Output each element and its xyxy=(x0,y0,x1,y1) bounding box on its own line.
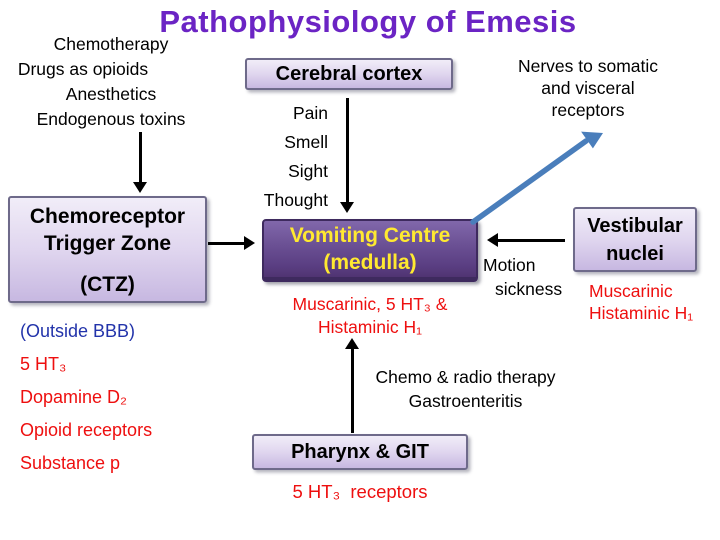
ctz-receptor-item: Dopamine D₂ xyxy=(20,387,128,407)
receptor-line: Histaminic H₁ xyxy=(589,303,694,323)
nerves-line: Nerves to somatic xyxy=(517,56,659,76)
pharynx-git-label: Pharynx & GIT xyxy=(291,440,429,463)
vestibular-receptors-text: Muscarinic Histaminic H₁ xyxy=(589,280,693,324)
cause-item: Endogenous toxins xyxy=(36,109,186,129)
motion-line: Motion xyxy=(483,255,536,275)
ctz-receptor-item: 5 HT₃ xyxy=(20,354,67,374)
nerves-line: and visceral xyxy=(541,78,635,98)
nerves-line: receptors xyxy=(551,100,625,120)
ctz-label: Chemoreceptor Trigger Zone xyxy=(29,205,186,255)
nerves-text: Nerves to somatic and visceral receptors xyxy=(495,55,681,121)
git-causes-text: Chemo & radio therapy Gastroenteritis xyxy=(358,365,573,413)
git-receptors-text: 5 HT₃ receptors xyxy=(292,481,428,502)
ctz-notes-list: (Outside BBB) 5 HT₃ Dopamine D₂ Opioid r… xyxy=(20,315,152,480)
vc-receptors-text: Muscarinic, 5 HT₃ & Histaminic H₁ xyxy=(262,293,478,339)
outside-bbb-note: (Outside BBB) xyxy=(20,321,136,341)
git-cause-line: Gastroenteritis xyxy=(408,391,523,411)
cortex-input-item: Sight xyxy=(288,161,328,181)
cause-item: Anesthetics xyxy=(65,84,157,104)
receptor-line: Histaminic H₁ xyxy=(317,317,423,337)
cause-item: Drugs as opioids xyxy=(17,59,149,79)
cortex-input-item: Thought xyxy=(263,190,328,210)
pharynx-git-box: Pharynx & GIT xyxy=(252,434,468,470)
motion-sickness-text: Motion sickness xyxy=(483,253,562,301)
receptor-line: Muscarinic xyxy=(589,281,673,301)
vc-to-nerves-blue-arrow-icon xyxy=(470,131,603,225)
ctz-causes-list: Chemotherapy Drugs as opioids Anesthetic… xyxy=(5,32,217,132)
cerebral-cortex-label: Cerebral cortex xyxy=(275,62,423,85)
vestibular-nuclei-box: Vestibular nuclei xyxy=(573,207,697,272)
motion-line: sickness xyxy=(495,279,563,299)
vestibular-label: Vestibular nuclei xyxy=(587,214,683,265)
receptor-line: Muscarinic, 5 HT₃ & xyxy=(292,294,448,314)
cortex-inputs-list: Pain Smell Sight Thought xyxy=(250,99,328,215)
ctz-sublabel: (CTZ) xyxy=(80,273,135,296)
vomiting-centre-label: Vomiting Centre (medulla) xyxy=(289,224,451,274)
cerebral-cortex-box: Cerebral cortex xyxy=(245,58,453,90)
cortex-input-item: Pain xyxy=(292,103,328,123)
cortex-input-item: Smell xyxy=(284,132,328,152)
ctz-receptor-item: Substance p xyxy=(20,453,121,473)
ctz-box: Chemoreceptor Trigger Zone (CTZ) xyxy=(8,196,207,303)
ctz-receptor-item: Opioid receptors xyxy=(20,420,153,440)
page-title: Pathophysiology of Emesis xyxy=(159,4,577,39)
git-cause-line: Chemo & radio therapy xyxy=(375,367,556,387)
cause-item: Chemotherapy xyxy=(53,34,169,54)
vomiting-centre-box: Vomiting Centre (medulla) xyxy=(262,219,478,282)
